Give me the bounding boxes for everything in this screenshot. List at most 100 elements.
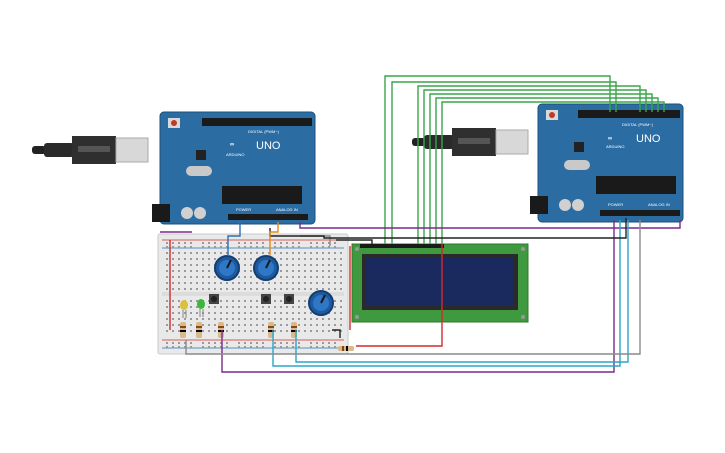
breadboard-hole <box>250 264 252 266</box>
breadboard-hole <box>310 276 312 278</box>
rail-hole <box>250 246 252 248</box>
breadboard-hole <box>340 264 342 266</box>
rail-hole <box>178 346 180 348</box>
usb-cable-right <box>412 128 529 156</box>
rail-hole <box>256 342 258 344</box>
wire-blue-1 <box>227 222 241 256</box>
breadboard-hole <box>316 264 318 266</box>
breadboard-hole <box>166 330 168 332</box>
rail-hole <box>286 342 288 344</box>
breadboard-hole <box>250 318 252 320</box>
breadboard-hole <box>196 318 198 320</box>
breadboard-hole <box>244 270 246 272</box>
digital-header-left <box>202 118 312 126</box>
breadboard-hole <box>280 264 282 266</box>
breadboard-hole <box>214 318 216 320</box>
rail-hole <box>238 346 240 348</box>
chip-left <box>222 186 302 204</box>
breadboard-hole <box>166 306 168 308</box>
breadboard-hole <box>196 300 198 302</box>
rail-hole <box>316 342 318 344</box>
breadboard-hole <box>280 306 282 308</box>
breadboard-hole <box>214 252 216 254</box>
breadboard-hole <box>322 318 324 320</box>
breadboard-hole <box>244 312 246 314</box>
breadboard-hole <box>250 324 252 326</box>
rail-hole <box>292 242 294 244</box>
pushbutton-3[interactable] <box>284 294 294 304</box>
breadboard-hole <box>226 300 228 302</box>
breadboard-hole <box>172 282 174 284</box>
breadboard-hole <box>220 300 222 302</box>
breadboard-hole <box>334 288 336 290</box>
wire-orange-1 <box>269 222 279 256</box>
breadboard-hole <box>280 312 282 314</box>
potentiometer-3[interactable] <box>308 290 334 316</box>
breadboard-hole <box>196 276 198 278</box>
rail-hole <box>226 242 228 244</box>
breadboard-hole <box>184 276 186 278</box>
breadboard-hole <box>262 312 264 314</box>
breadboard-hole <box>178 318 180 320</box>
breadboard-hole <box>280 282 282 284</box>
led-green[interactable] <box>197 299 205 317</box>
breadboard-hole <box>184 258 186 260</box>
rail-hole <box>334 242 336 244</box>
breadboard-hole <box>214 258 216 260</box>
breadboard-hole <box>208 324 210 326</box>
rail-hole <box>328 346 330 348</box>
breadboard-hole <box>280 276 282 278</box>
rail-hole <box>214 342 216 344</box>
rail-hole <box>190 246 192 248</box>
breadboard-hole <box>340 300 342 302</box>
breadboard-hole <box>220 312 222 314</box>
breadboard-hole <box>262 282 264 284</box>
breadboard-hole <box>310 258 312 260</box>
breadboard-hole <box>202 270 204 272</box>
breadboard-hole <box>226 288 228 290</box>
breadboard-hole <box>190 282 192 284</box>
breadboard-hole <box>328 288 330 290</box>
breadboard-hole <box>310 324 312 326</box>
breadboard-hole <box>190 264 192 266</box>
breadboard-hole <box>172 264 174 266</box>
breadboard-hole <box>268 288 270 290</box>
breadboard-hole <box>286 306 288 308</box>
breadboard-hole <box>322 258 324 260</box>
breadboard-hole <box>334 300 336 302</box>
breadboard-hole <box>322 330 324 332</box>
pushbutton-1[interactable] <box>209 294 219 304</box>
breadboard-hole <box>190 270 192 272</box>
led-yellow[interactable] <box>180 300 188 318</box>
breadboard-hole <box>178 264 180 266</box>
breadboard-hole <box>310 270 312 272</box>
rail-hole <box>250 342 252 344</box>
breadboard-hole <box>328 324 330 326</box>
breadboard-hole <box>334 276 336 278</box>
breadboard-hole <box>244 300 246 302</box>
breadboard-hole <box>334 324 336 326</box>
breadboard-hole <box>196 264 198 266</box>
breadboard-hole <box>214 276 216 278</box>
breadboard-hole <box>244 252 246 254</box>
arduino-uno-left[interactable]: DIGITAL (PWM~) ∞ UNO ARDUINO POWER ANALO… <box>152 111 316 225</box>
breadboard-hole <box>340 324 342 326</box>
breadboard-hole <box>178 276 180 278</box>
rail-hole <box>322 246 324 248</box>
breadboard-hole <box>244 264 246 266</box>
rail-hole <box>244 346 246 348</box>
breadboard-hole <box>292 252 294 254</box>
lcd-16x2[interactable] <box>351 243 529 323</box>
breadboard-hole <box>238 276 240 278</box>
pushbutton-2[interactable] <box>261 294 271 304</box>
breadboard[interactable] <box>157 233 349 355</box>
potentiometer-1[interactable] <box>214 255 240 281</box>
rail-hole <box>166 246 168 248</box>
breadboard-hole <box>316 282 318 284</box>
breadboard-hole <box>178 300 180 302</box>
arduino-uno-right[interactable]: DIGITAL (PWM~) ∞ UNO ARDUINO POWER ANALO… <box>530 103 684 223</box>
breadboard-hole <box>172 270 174 272</box>
power-jack-left <box>152 204 170 222</box>
wire-green-2 <box>391 81 617 244</box>
potentiometer-2[interactable] <box>253 255 279 281</box>
